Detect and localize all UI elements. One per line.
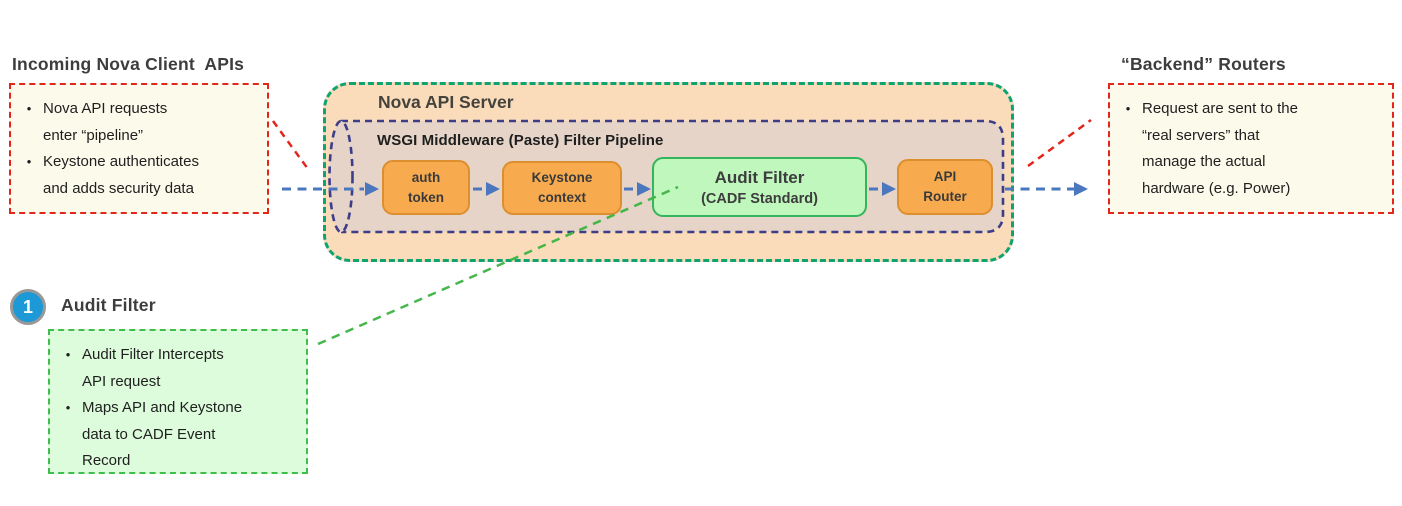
bullet-line: hardware (e.g. Power)	[1142, 179, 1291, 197]
bullet-item: • Request are sent to the “real servers”…	[1120, 96, 1384, 202]
stage-auth-token: auth token	[382, 160, 470, 215]
bullet-line: and adds security data	[43, 179, 194, 197]
stage-label-line: (CADF Standard)	[701, 190, 818, 207]
stage-label-line: context	[537, 190, 586, 205]
stage-label-line: Keystone	[531, 170, 593, 185]
stage-label-line: auth	[411, 169, 441, 185]
leader-server-to-backend	[1027, 118, 1092, 168]
bullet-line: API request	[82, 372, 161, 390]
incoming-apis-heading: Incoming Nova Client APIs	[12, 54, 245, 74]
audit-filter-note-callout: • Audit Filter Intercepts API request • …	[48, 329, 308, 474]
bullet-line: Record	[82, 452, 131, 469]
bullet-line: Nova API requests	[43, 100, 168, 117]
stage-label-line: API	[933, 169, 957, 184]
backend-routers-heading: “Backend” Routers	[1121, 54, 1286, 74]
leader-incoming-to-server	[271, 120, 310, 170]
audit-filter-note-heading: Audit Filter	[61, 295, 156, 315]
backend-routers-callout: • Request are sent to the “real servers”…	[1108, 83, 1394, 214]
step-1-badge: 1	[10, 289, 46, 325]
bullet-item: • Maps API and Keystone data to CADF Eve…	[60, 395, 298, 475]
bullet-marker: •	[65, 400, 71, 415]
bullet-marker: •	[26, 101, 32, 116]
bullet-line: Keystone authenticates	[43, 153, 199, 170]
bullet-line: manage the actual	[1142, 153, 1266, 170]
nova-api-server-title: Nova API Server	[378, 92, 514, 112]
stage-label-line: Audit Filter	[714, 167, 805, 187]
bullet-marker: •	[26, 154, 32, 169]
bullet-item: • Audit Filter Intercepts API request	[60, 342, 298, 395]
stage-audit-filter: Audit Filter (CADF Standard)	[652, 157, 867, 217]
stage-label-line: token	[407, 189, 444, 205]
arrowhead-exit	[1074, 182, 1088, 196]
bullet-marker: •	[65, 347, 71, 362]
bullet-item: • Keystone authenticates and adds securi…	[21, 149, 259, 202]
bullet-line: Maps API and Keystone	[82, 399, 243, 416]
bullet-line: data to CADF Event	[82, 425, 216, 443]
bullet-marker: •	[1125, 101, 1131, 116]
incoming-apis-callout: • Nova API requests enter “pipeline” • K…	[9, 83, 269, 214]
stage-label-line: Router	[923, 189, 967, 204]
bullet-line: Audit Filter Intercepts	[82, 346, 224, 363]
bullet-line: “real servers” that	[1142, 126, 1260, 144]
bullet-line: Request are sent to the	[1142, 100, 1298, 117]
stage-keystone-context: Keystone context	[502, 161, 622, 215]
stage-api-router: API Router	[897, 159, 993, 215]
bullet-line: enter “pipeline”	[43, 126, 144, 144]
bullet-item: • Nova API requests enter “pipeline”	[21, 96, 259, 149]
wsgi-pipeline-label: WSGI Middleware (Paste) Filter Pipeline	[377, 132, 664, 149]
